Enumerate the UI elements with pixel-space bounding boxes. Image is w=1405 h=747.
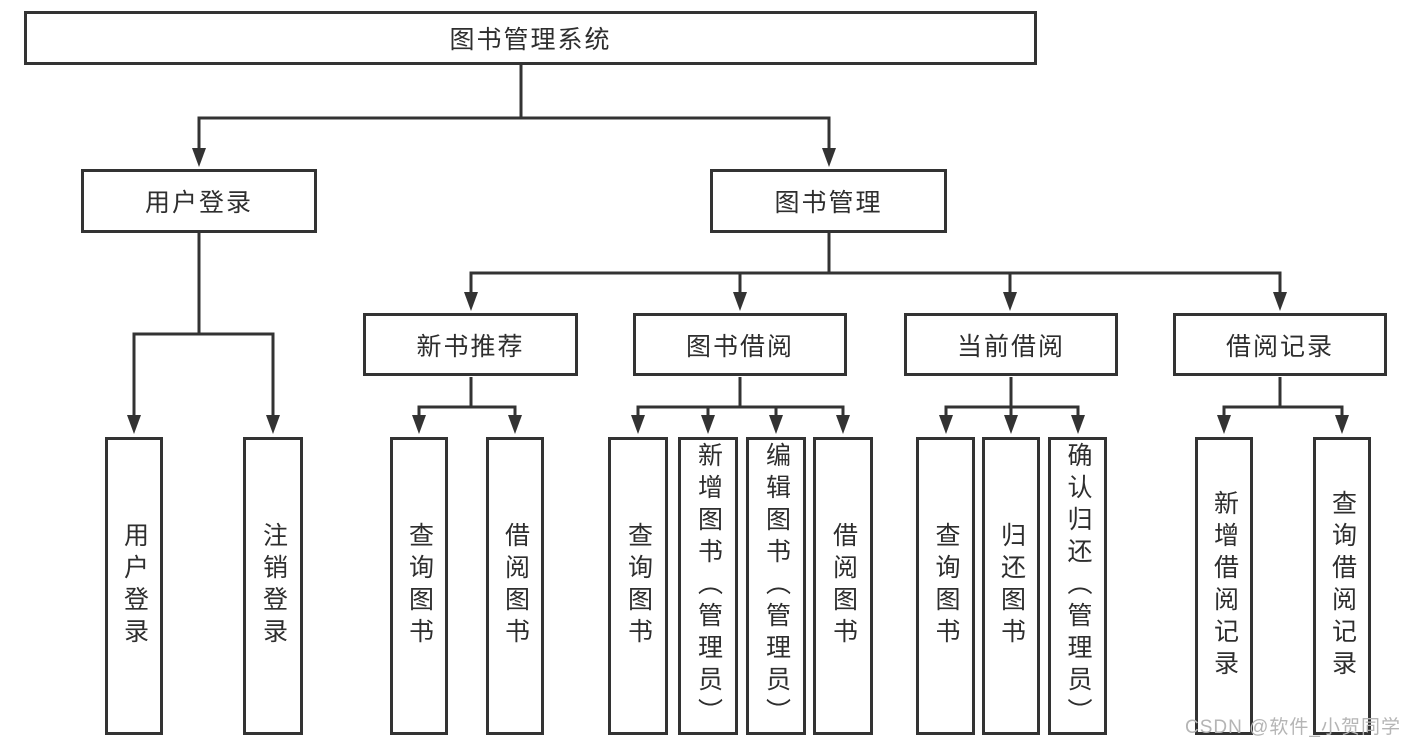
leaf-return-books: 归还图书 [982,437,1040,735]
leaf-add-books-admin: 新增图书（管理员） [678,437,738,735]
leaf-label: 编辑图书（管理员） [762,442,791,730]
leaf-label: 归还图书 [997,522,1026,650]
arrow-down-icon [266,415,280,434]
arrow-down-icon [1071,415,1085,434]
node-borrowing-records: 借阅记录 [1173,313,1387,376]
arrow-down-icon [1273,292,1287,311]
arrow-down-icon [192,148,206,167]
leaf-label: 查询图书 [932,522,960,650]
leaf-label: 用户登录 [120,522,149,650]
arrow-down-icon [836,415,850,434]
arrow-down-icon [412,415,426,434]
arrow-down-icon [127,415,141,434]
node-label: 借阅记录 [1225,332,1334,361]
arrow-down-icon [769,415,783,434]
watermark: CSDN @软件_小贺同学 [1185,717,1401,738]
leaf-label: 借阅图书 [501,522,530,650]
arrow-down-icon [733,292,747,311]
arrow-down-icon [631,415,645,434]
arrow-down-icon [1004,415,1018,434]
arrow-down-icon [701,415,715,434]
leaf-query-books-recommend: 查询图书 [390,437,448,735]
node-book-management: 图书管理 [710,169,947,233]
arrow-down-icon [1335,415,1349,434]
node-book-borrowing: 图书借阅 [633,313,847,376]
leaf-label: 新增借阅记录 [1210,490,1239,682]
leaf-query-books-current: 查询图书 [916,437,975,735]
node-label: 新书推荐 [416,332,525,361]
leaf-label: 查询图书 [405,522,434,650]
node-label: 图书管理系统 [449,26,612,54]
leaf-query-books-borrowing: 查询图书 [608,437,668,735]
leaf-label: 新增图书（管理员） [694,442,723,730]
node-label: 图书借阅 [685,332,794,361]
node-new-book-recommend: 新书推荐 [363,313,578,376]
leaf-borrow-books-borrowing: 借阅图书 [813,437,873,735]
arrowheads [127,148,1349,434]
leaf-borrow-books-recommend: 借阅图书 [486,437,544,735]
arrow-down-icon [508,415,522,434]
arrow-down-icon [1003,292,1017,311]
leaf-confirm-return-admin: 确认归还（管理员） [1048,437,1107,735]
leaf-edit-books-admin: 编辑图书（管理员） [746,437,806,735]
leaf-label: 查询借阅记录 [1328,490,1357,682]
arrow-down-icon [464,292,478,311]
arrow-down-icon [822,148,836,167]
node-label: 当前借阅 [956,332,1065,361]
leaf-query-borrow-record: 查询借阅记录 [1313,437,1371,735]
leaf-user-login: 用户登录 [105,437,163,735]
leaf-logout: 注销登录 [243,437,303,735]
node-label: 用户登录 [144,189,253,217]
arrow-down-icon [1217,415,1231,434]
leaf-label: 借阅图书 [829,522,858,650]
leaf-label: 查询图书 [624,522,653,650]
arrow-down-icon [939,415,953,434]
leaf-label: 注销登录 [259,522,288,650]
node-root: 图书管理系统 [24,11,1037,65]
leaf-label: 确认归还（管理员） [1064,442,1092,730]
node-current-borrowing: 当前借阅 [904,313,1118,376]
node-user-login: 用户登录 [81,169,317,233]
node-label: 图书管理 [774,189,883,217]
leaf-add-borrow-record: 新增借阅记录 [1195,437,1253,735]
